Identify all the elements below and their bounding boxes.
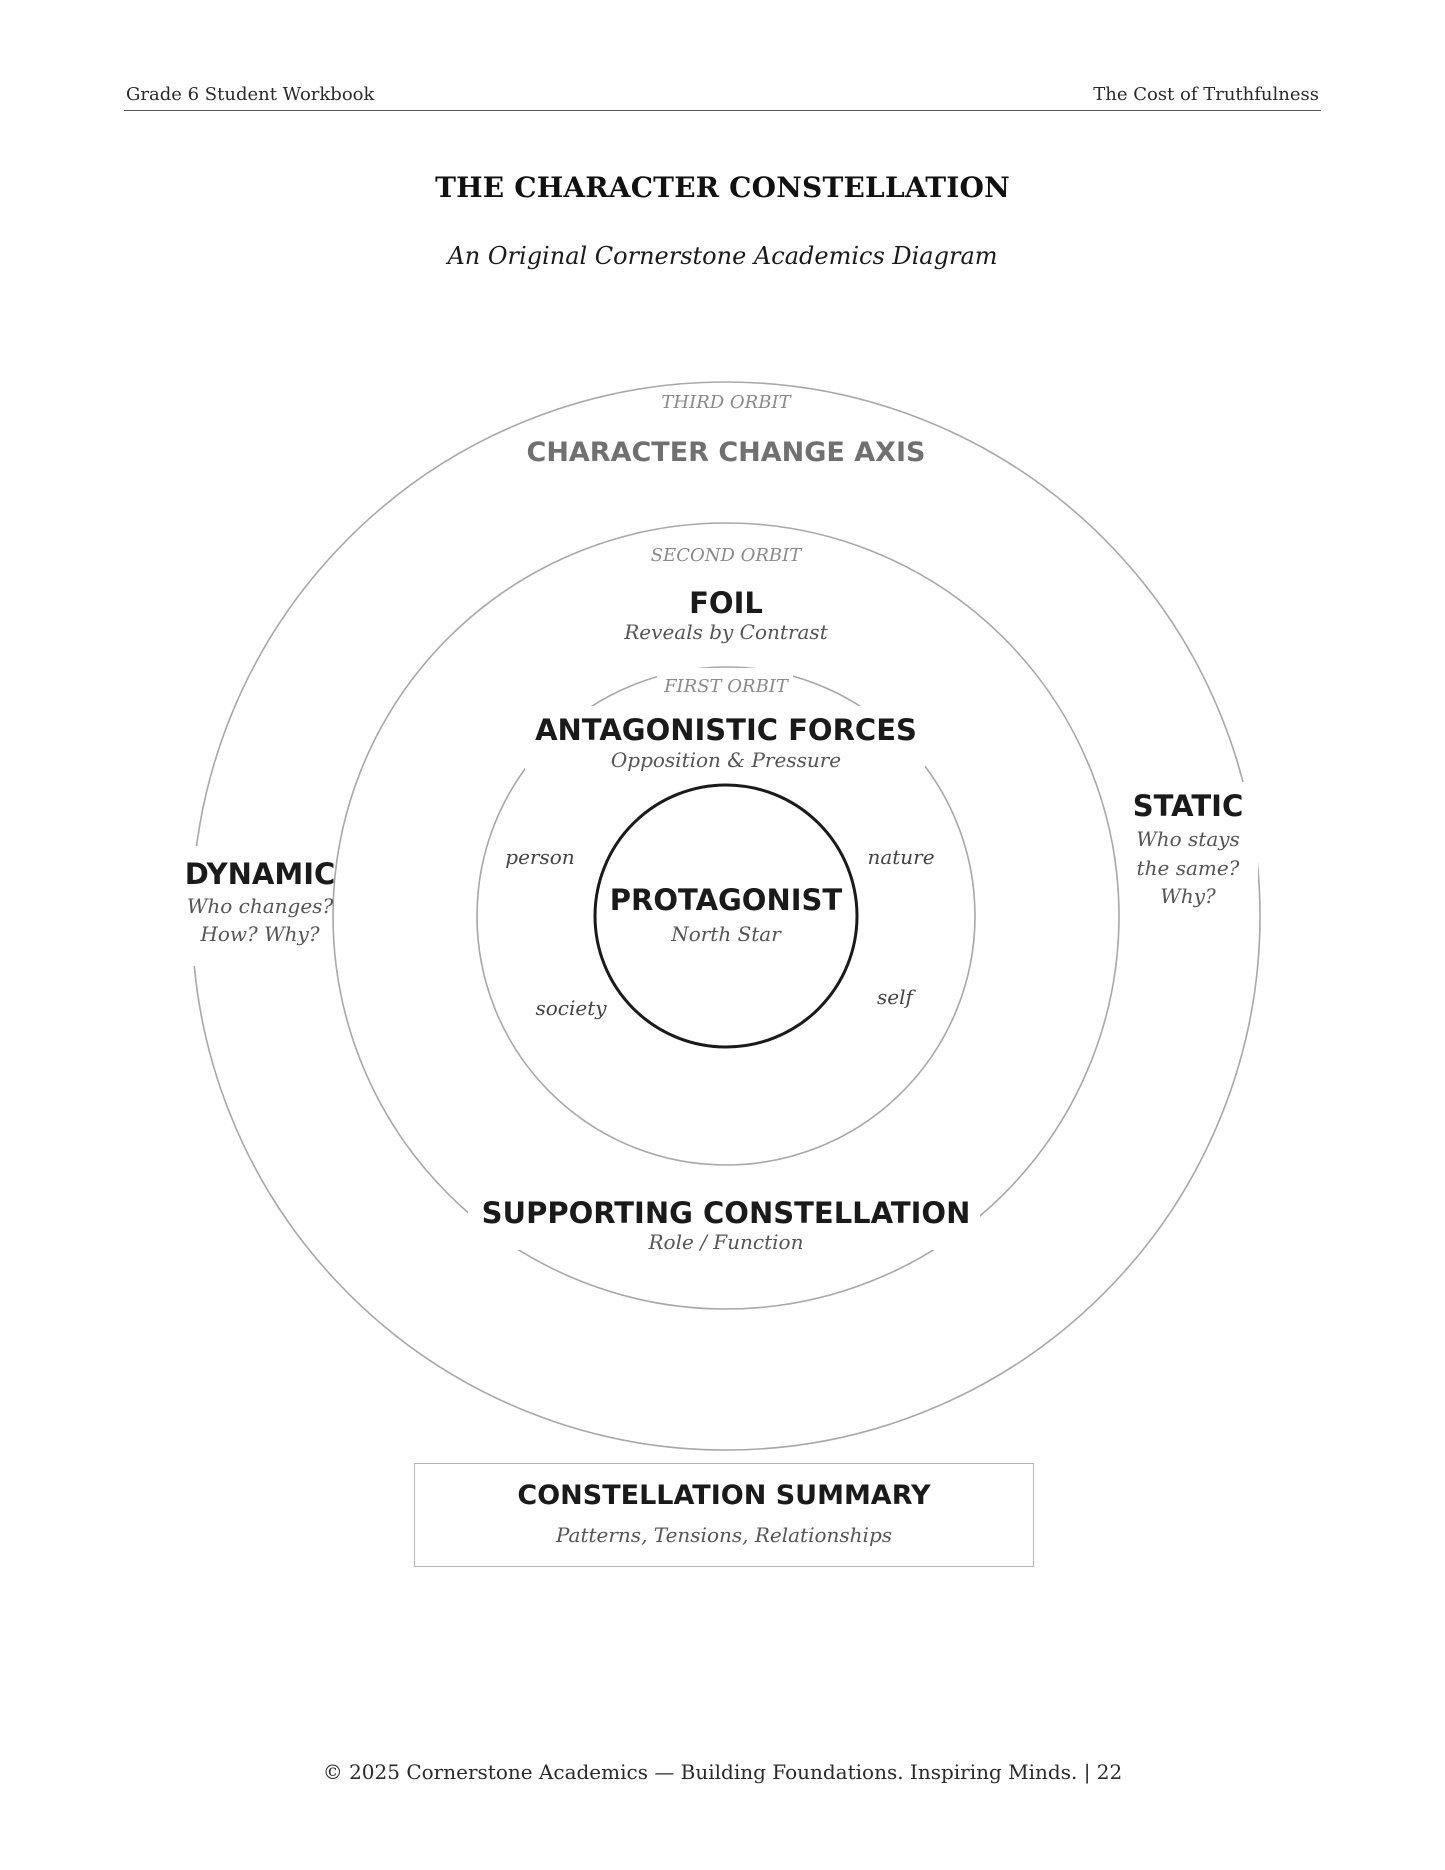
force-nature: nature: [867, 845, 934, 869]
third-orbit-ring: [191, 381, 1261, 1451]
second-orbit-ring: [332, 522, 1120, 1310]
page-title: THE CHARACTER CONSTELLATION: [435, 171, 1010, 204]
foil-label: FOIL: [689, 586, 763, 620]
force-person: person: [505, 845, 574, 869]
antagonistic-forces-sub: Opposition & Pressure: [611, 748, 841, 772]
protagonist-circle: [593, 783, 859, 1049]
dynamic-label: DYNAMIC: [185, 857, 336, 891]
summary-sub: Patterns, Tensions, Relationships: [555, 1523, 893, 1547]
static-line3: Why?: [1160, 884, 1216, 908]
page-subtitle: An Original Cornerstone Academics Diagra…: [447, 242, 998, 270]
header-left: Grade 6 Student Workbook: [126, 84, 375, 105]
second-orbit-tag: SECOND ORBIT: [651, 545, 804, 566]
static-line1: Who stays: [1136, 827, 1240, 851]
force-society: society: [535, 996, 607, 1020]
third-orbit-tag: THIRD ORBIT: [661, 392, 792, 413]
page-footer: © 2025 Cornerstone Academics — Building …: [322, 1760, 1123, 1784]
dynamic-line1: Who changes?: [187, 894, 334, 918]
force-self: self: [877, 985, 916, 1009]
header-rule: [124, 110, 1321, 111]
dynamic-line2: How? Why?: [199, 922, 319, 946]
first-orbit-ring: [476, 666, 976, 1166]
supporting-constellation-label: SUPPORTING CONSTELLATION: [482, 1196, 971, 1230]
constellation-summary-box: CONSTELLATION SUMMARY Patterns, Tensions…: [414, 1463, 1034, 1567]
first-orbit-tag: FIRST ORBIT: [663, 676, 790, 697]
static-line2: the same?: [1137, 856, 1240, 880]
summary-title: CONSTELLATION SUMMARY: [517, 1480, 931, 1511]
supporting-constellation-sub: Role / Function: [648, 1230, 804, 1254]
protagonist-sub: North Star: [670, 922, 782, 946]
static-label: STATIC: [1133, 789, 1243, 823]
header-right: The Cost of Truthfulness: [1093, 84, 1319, 105]
protagonist-label: PROTAGONIST: [610, 883, 843, 917]
antagonistic-forces-label: ANTAGONISTIC FORCES: [535, 713, 917, 747]
character-change-axis-label: CHARACTER CHANGE AXIS: [527, 437, 926, 468]
foil-sub: Reveals by Contrast: [623, 620, 828, 644]
